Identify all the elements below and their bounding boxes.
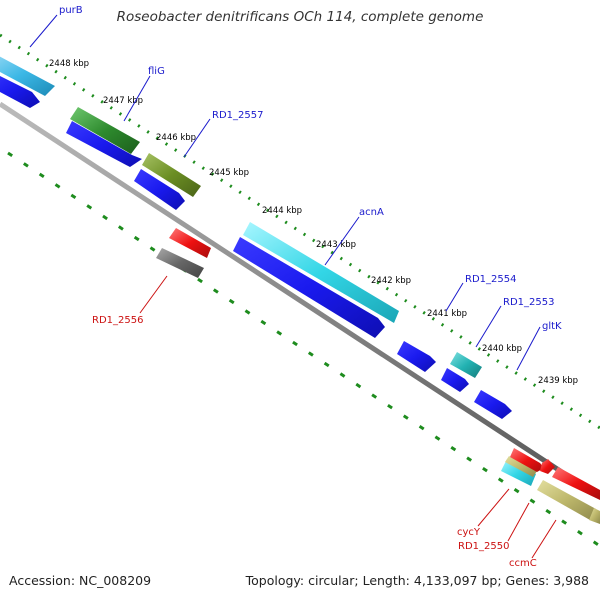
leader-RD1_2556 — [139, 275, 168, 314]
topology-text: Topology: circular; Length: 4,133,097 bp… — [245, 573, 589, 588]
tick-label-2447: 2447 kbp — [103, 96, 143, 106]
leader-acnA — [324, 216, 360, 266]
tick-label-2441: 2441 kbp — [427, 309, 467, 319]
gene-RD1_2557[interactable] — [142, 153, 201, 197]
gene-blue-6[interactable] — [441, 368, 469, 392]
gene-purB[interactable] — [0, 54, 55, 96]
leader-ccmC — [531, 519, 557, 559]
gene-acnA[interactable] — [243, 222, 399, 323]
leader-RD1_2554 — [445, 282, 464, 312]
gene-label-RD1_2553: RD1_2553 — [503, 297, 554, 308]
accession-text: Accession: NC_008209 — [9, 573, 152, 588]
gene-label-acnA: acnA — [359, 207, 384, 218]
gene-ccmC[interactable] — [537, 480, 596, 520]
leader-cycY — [477, 488, 510, 527]
gene-RD1_2554[interactable] — [450, 352, 482, 378]
tick-label-2448: 2448 kbp — [49, 59, 89, 69]
tick-label-2444: 2444 kbp — [262, 206, 302, 216]
gene-blue-5[interactable] — [397, 341, 436, 372]
outer-tick-ring — [0, 33, 600, 430]
tick-label-2442: 2442 kbp — [371, 276, 411, 286]
gene-label-purB: purB — [59, 5, 83, 16]
map-title: Roseobacter denitrificans OCh 114, compl… — [116, 9, 484, 25]
gene-blue-2[interactable] — [66, 121, 142, 167]
leader-RD1_2553 — [475, 305, 502, 348]
gene-blue-4[interactable] — [233, 237, 385, 338]
gene-RD1_2556-red[interactable] — [169, 228, 211, 258]
tick-label-2439: 2439 kbp — [538, 376, 578, 386]
gene-label-RD1_2554: RD1_2554 — [465, 274, 516, 285]
leader-RD1_2550 — [507, 502, 530, 542]
leader-gltK — [516, 326, 541, 371]
leader-purB — [29, 14, 58, 48]
gene-label-fliG: fliG — [148, 66, 165, 77]
gene-blue-7[interactable] — [474, 390, 512, 419]
tick-label-2440: 2440 kbp — [482, 344, 522, 354]
gene-RD1_2556-gray[interactable] — [156, 248, 204, 278]
gene-khaki-edge[interactable] — [589, 508, 600, 524]
gene-cycY[interactable] — [501, 459, 536, 486]
gene-label-ccmC: ccmC — [509, 558, 537, 569]
tick-label-2446: 2446 kbp — [156, 133, 196, 143]
tick-label-2445: 2445 kbp — [209, 168, 249, 178]
gene-label-cycY: cycY — [457, 527, 481, 538]
gene-fliG[interactable] — [70, 107, 140, 154]
gene-RD1_2550[interactable] — [505, 456, 537, 477]
leader-fliG — [123, 75, 151, 122]
gene-label-RD1_2556: RD1_2556 — [92, 315, 143, 326]
gene-red-arrow-2[interactable] — [552, 467, 600, 500]
gene-blue-3[interactable] — [134, 169, 185, 210]
gene-label-RD1_2557: RD1_2557 — [212, 110, 263, 121]
genome-backbone — [0, 101, 600, 500]
gene-red-small[interactable] — [540, 459, 555, 474]
gene-label-RD1_2550: RD1_2550 — [458, 541, 509, 552]
gene-red-arrow-1[interactable] — [510, 448, 544, 472]
inner-tick-ring — [7, 151, 600, 548]
tick-label-2443: 2443 kbp — [316, 240, 356, 250]
leader-RD1_2557 — [183, 118, 211, 158]
gene-label-gltK: gltK — [542, 321, 562, 332]
gene-blue-1[interactable] — [0, 72, 40, 108]
